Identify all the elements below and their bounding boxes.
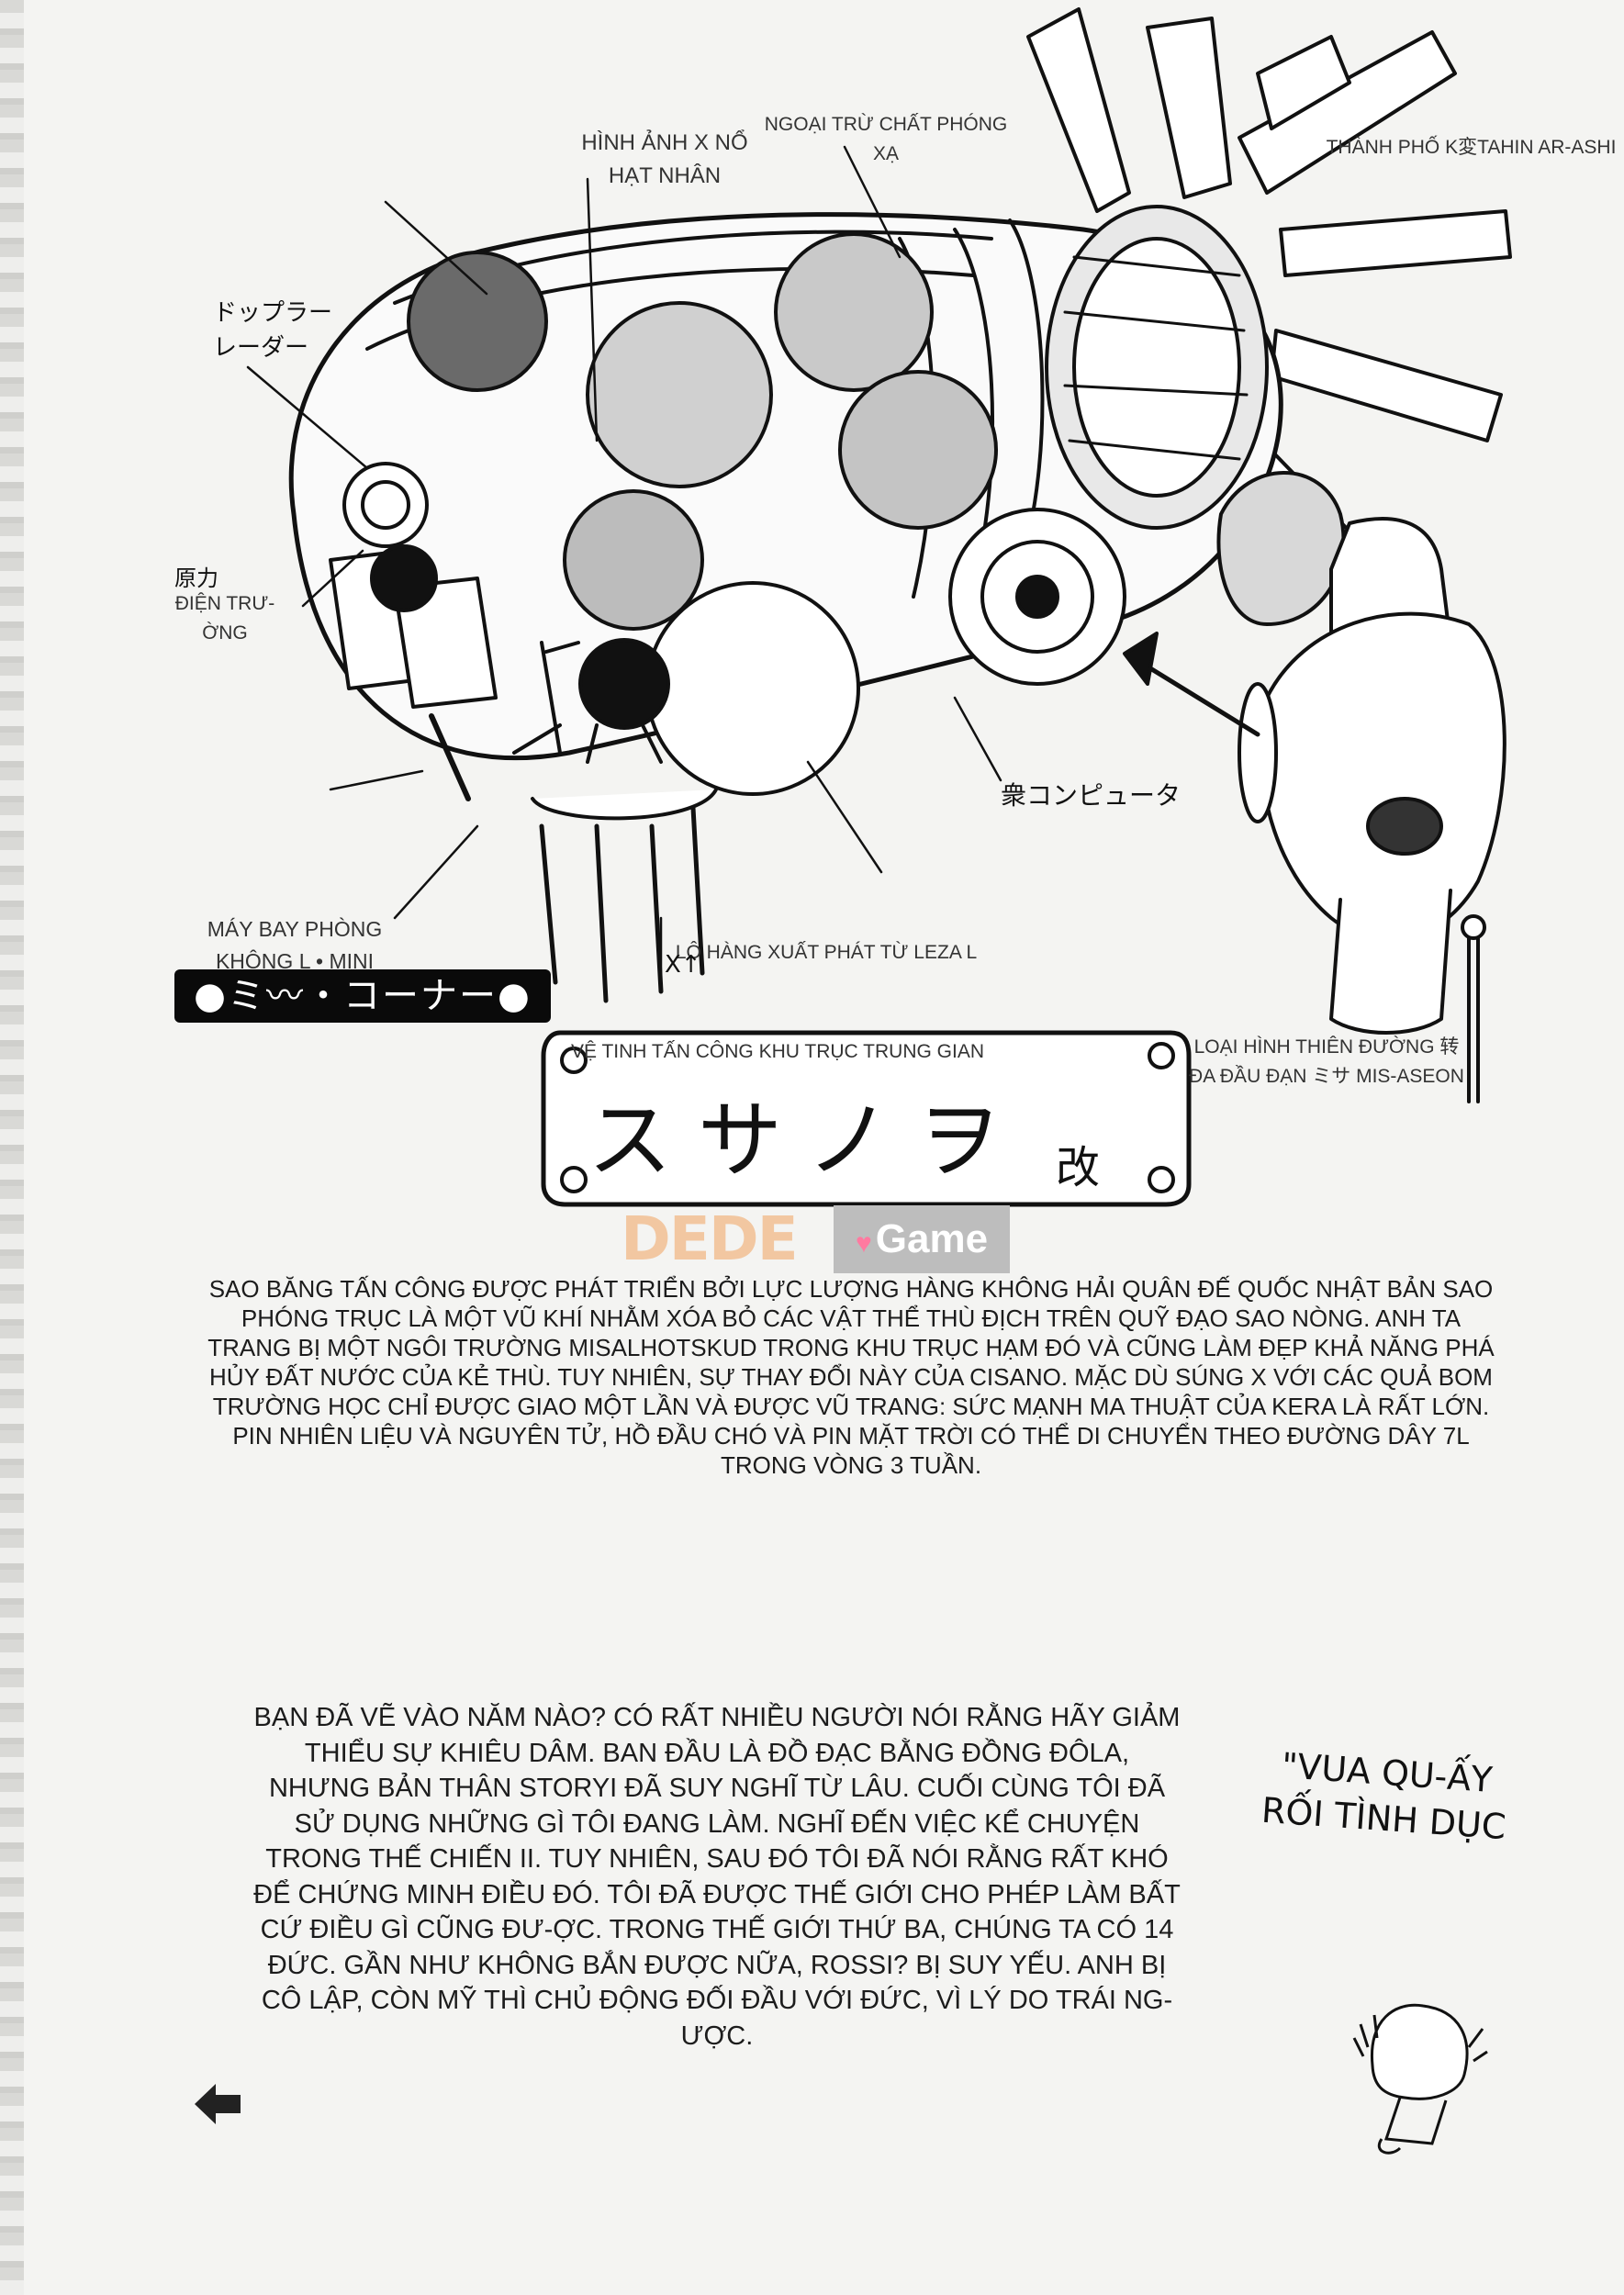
- label-mid-axis-satellite: VỆ TINH TẤN CÔNG KHU TRỤC TRUNG GIAN: [571, 1041, 984, 1062]
- plate-title: スサノヲ: [588, 1092, 1027, 1190]
- label-field-jp: 原力: [174, 565, 218, 591]
- description-paragraph: SAO BĂNG TẤN CÔNG ĐƯỢC PHÁT TRIỂN BỞI LỰ…: [207, 1275, 1495, 1479]
- torn-paper-edge: [0, 0, 24, 2295]
- author-note-paragraph: BẠN ĐÃ VẼ VÀO NĂM NÀO? CÓ RẤT NHIỀU NGƯỜ…: [253, 1703, 1181, 2051]
- label-nuclear-x-image: HÌNH ẢNH X NỔ HẠT NHÂN: [581, 130, 748, 188]
- label-cargo-leza: LÔ HÀNG XUẤT PHÁT TỪ LEZA L: [675, 942, 978, 963]
- label-electric-field: ĐIỆN TRƯ-ỜNG: [174, 593, 275, 644]
- label-heaven-missile: LOẠI HÌNH THIÊN ĐƯỜNG 转 ĐA ĐẦU ĐẠN ミサ MI…: [1189, 1036, 1464, 1087]
- missile-pod: [1238, 517, 1506, 1103]
- label-except-radioactive: NGOẠI TRỪ CHẤT PHÓNG XẠ: [764, 114, 1008, 164]
- label-city-kotahin: THÀNH PHỐ K変TAHIN AR-ASHI: [1326, 137, 1617, 158]
- label-mini-aircraft: MÁY BAY PHÒNG KHÔNG L • MINI: [207, 917, 383, 973]
- corner-title-bar: ●ミ〰・コーナー●: [174, 969, 551, 1023]
- label-marker-x: X↑: [665, 951, 701, 979]
- plate-suffix: 改: [1056, 1142, 1101, 1193]
- chibi-doodle: [1352, 2003, 1488, 2155]
- watermark-game: ♥Game: [834, 1205, 1010, 1273]
- name-plate-frame: [541, 1030, 1192, 1207]
- handwritten-slogan: "VUA QU-ẤY RỐI TÌNH DỤC: [1260, 1745, 1507, 1848]
- label-computer-jp: 衆コンピュータ: [1001, 780, 1182, 811]
- watermark-game-text: Game: [875, 1216, 989, 1261]
- watermark: DEDE ♥Game: [621, 1205, 1010, 1273]
- back-arrow-icon: [195, 2084, 241, 2124]
- watermark-brand: DEDE: [621, 1203, 799, 1274]
- label-doppler-radar: ドップラー レーダー: [213, 299, 333, 362]
- heart-icon: ♥: [855, 1228, 872, 1259]
- engine-ring: [898, 205, 1269, 599]
